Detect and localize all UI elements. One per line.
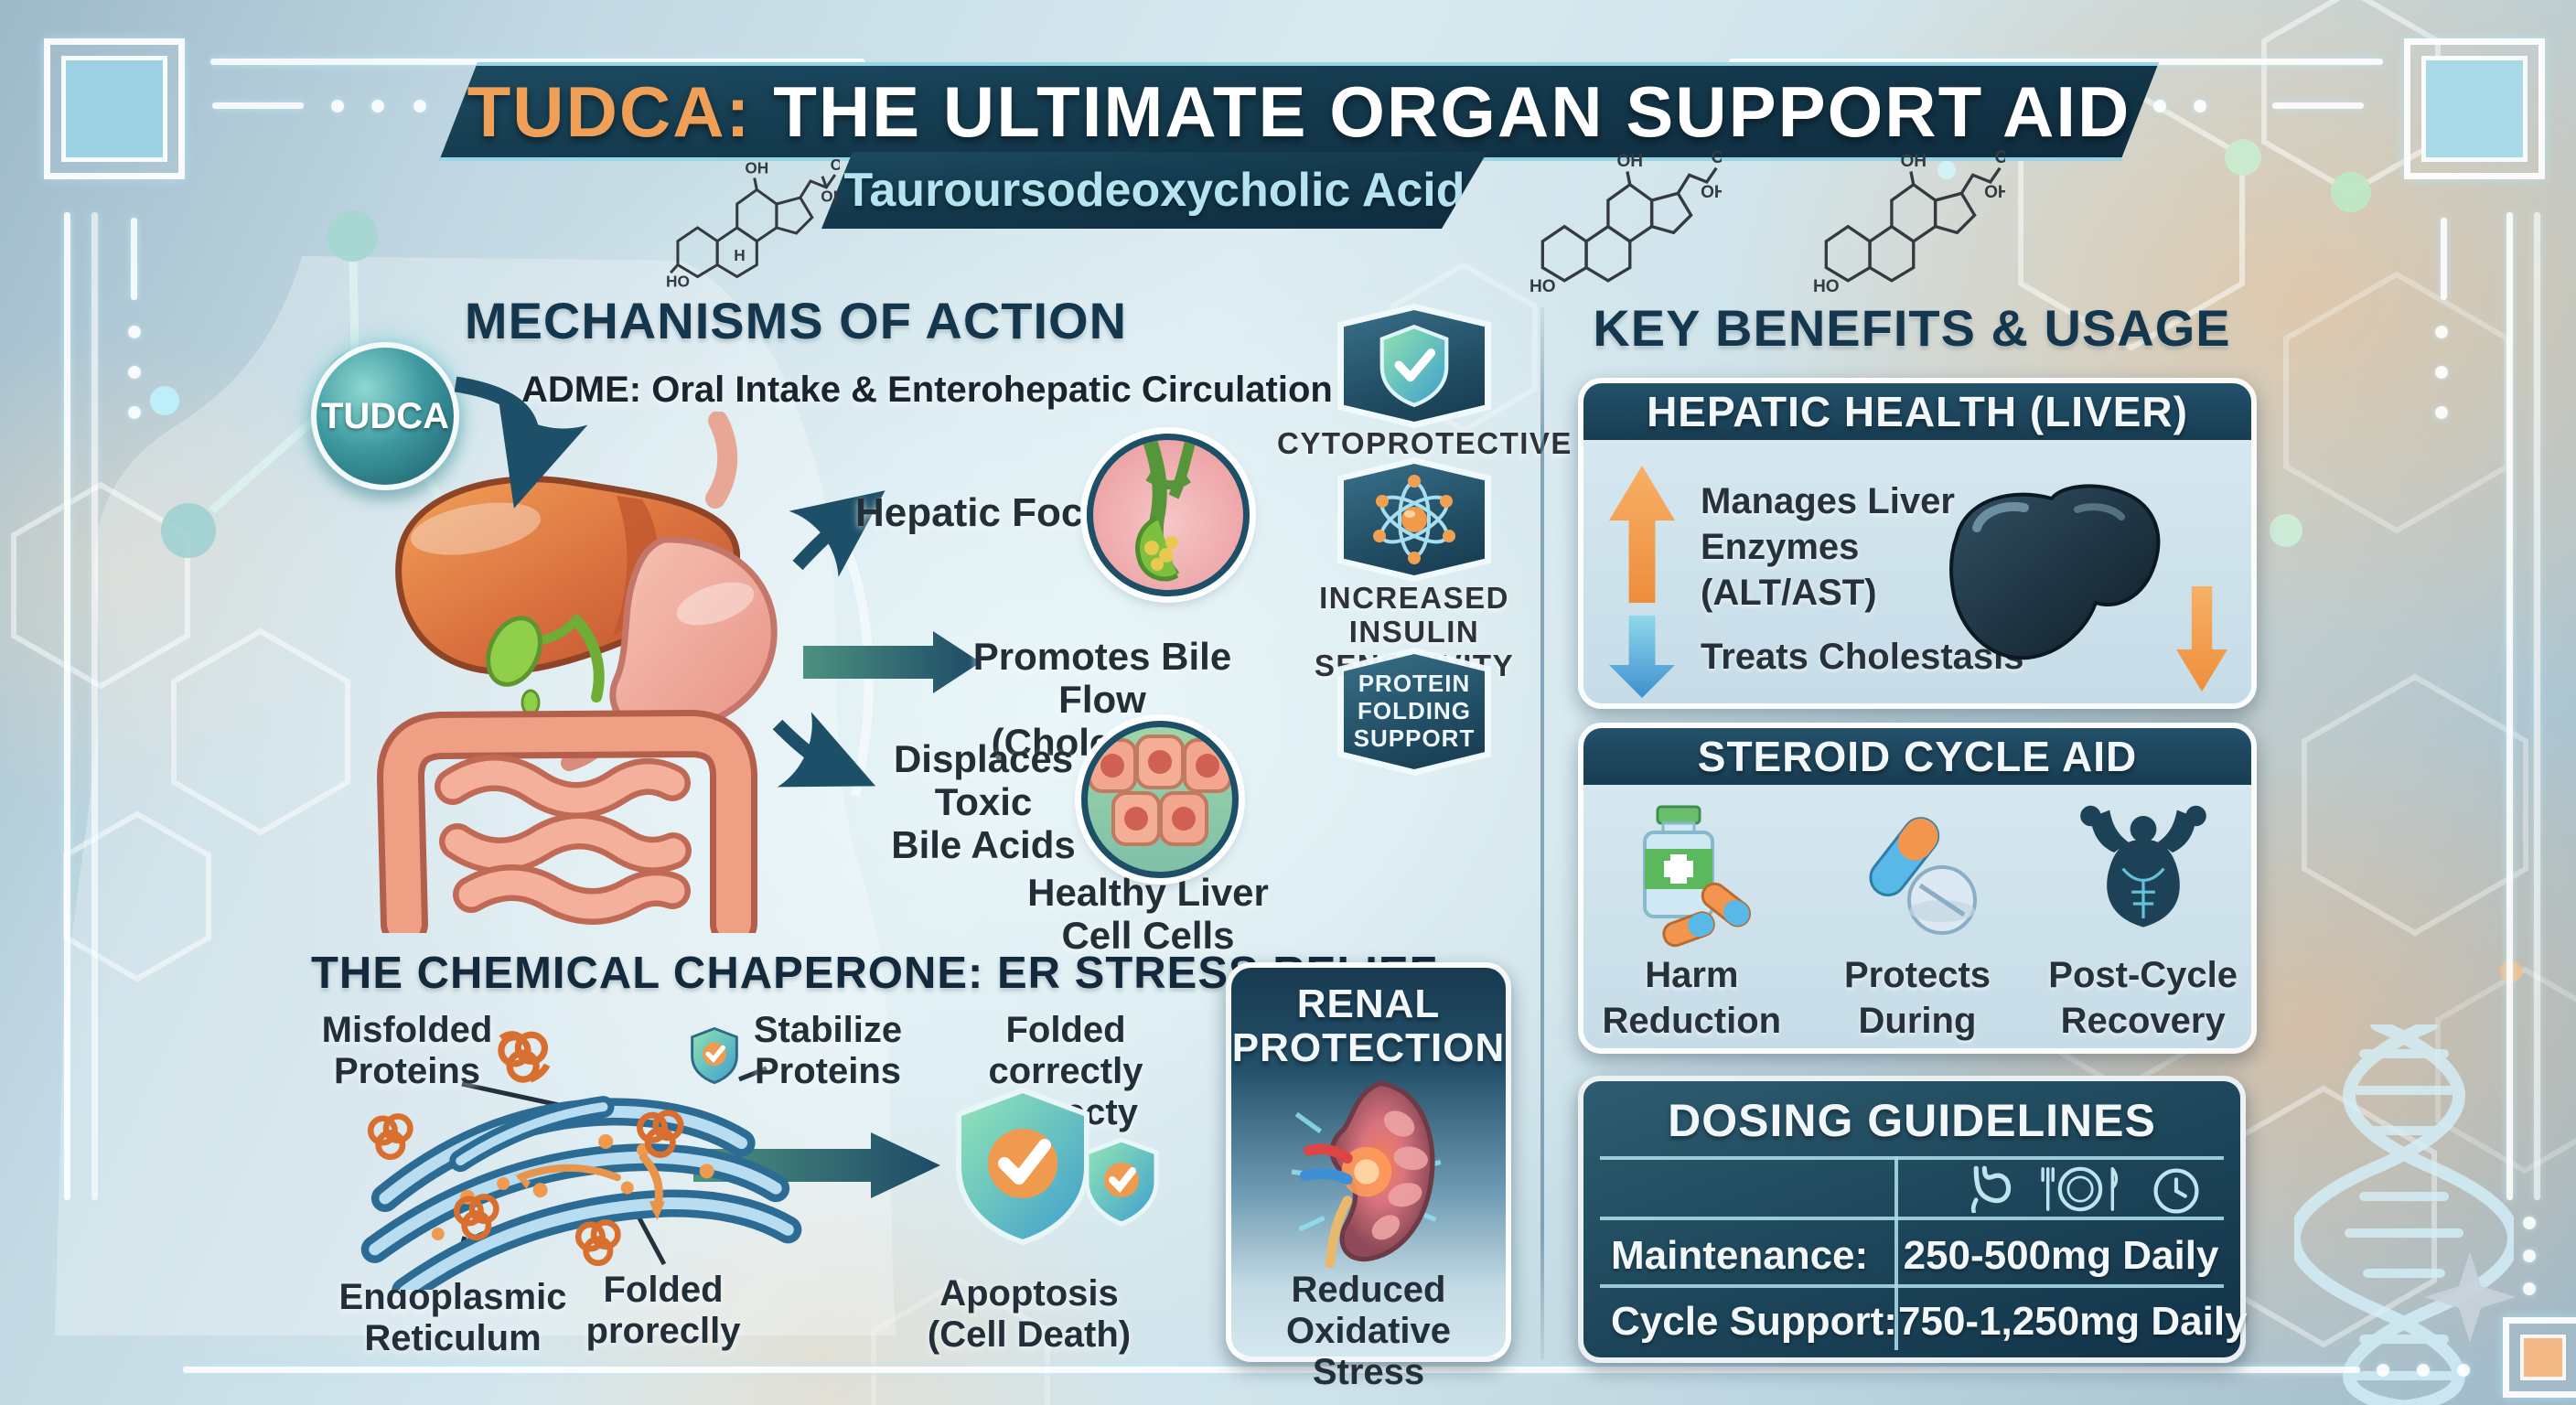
renal-protection-card: RENAL PROTECTION Reduced Oxidative Stres… <box>1226 962 1511 1392</box>
atom-icon <box>1373 475 1455 564</box>
muscle-flex-icon <box>2079 805 2206 928</box>
kidney-icon <box>1291 1080 1442 1268</box>
shield-check-icon <box>1379 324 1449 408</box>
svg-text:OH: OH <box>1984 183 2005 202</box>
label-apoptosis: Apoptosis (Cell Death) <box>927 1273 1132 1355</box>
subtitle-banner: Tauroursodeoxycholic Acid <box>821 152 1487 229</box>
gallbladder-bile-icon <box>1087 434 1250 596</box>
label-stabilize: Stabilize Proteins <box>753 1010 903 1091</box>
dosing-row-maintenance-label: Maintenance: <box>1611 1233 1869 1278</box>
arrow-up-icon <box>1609 466 1675 603</box>
page-title: TUDCA: THE ULTIMATE ORGAN SUPPORT AID <box>467 70 2131 152</box>
chemical-structure-icon: HO OH O OH <box>1530 148 1722 296</box>
steroid-item-protects: Protects During Oral Use <box>1805 801 2029 1048</box>
dosing-row-cycle-label: Cycle Support: <box>1611 1299 1897 1344</box>
svg-text:OH: OH <box>821 187 840 205</box>
label-endoplasmic: Endoplasmic Reticulum <box>338 1277 567 1358</box>
svg-text:OH: OH <box>1616 152 1643 171</box>
cytoprotective-label: CYTOPROTECTIVE <box>1277 426 1572 460</box>
label-bile-flow: Promotes Bile Flow (Choleresis) <box>972 635 1232 765</box>
liver-gut-illustration <box>376 412 778 933</box>
svg-text:O: O <box>1712 148 1722 167</box>
corner-bracket-top-right <box>2404 38 2545 179</box>
svg-text:OH: OH <box>745 158 768 177</box>
label-displaces-toxic: Displaces Toxic Bile Acids <box>891 737 1076 867</box>
hepatic-item-down: Treats Cholestasis <box>1701 637 2024 677</box>
benefits-heading: KEY BENEFITS & USAGE <box>1593 299 2231 357</box>
mechanisms-heading: MECHANISMS OF ACTION <box>464 292 1128 349</box>
misfolded-protein-icon <box>574 1219 621 1267</box>
arrow-down-icon <box>1609 616 1675 698</box>
label-healthy-cells: Healthy Liver Cell Cells <box>1027 871 1269 958</box>
endoplasmic-reticulum-illustration <box>360 1096 802 1290</box>
corner-bracket-top-left <box>44 38 185 179</box>
arrow-down-icon <box>2176 586 2227 692</box>
chemical-structure-icon: HO OH O OH H <box>666 156 840 291</box>
svg-text:O: O <box>1995 148 2005 167</box>
title-banner: TUDCA: THE ULTIMATE ORGAN SUPPORT AID <box>439 62 2159 161</box>
misfolded-protein-icon <box>453 1194 499 1241</box>
renal-heading: RENAL PROTECTION <box>1231 981 1506 1071</box>
label-folded-bottom: Folded proreclly <box>585 1270 741 1351</box>
label-misfolded: Misfolded Proteins <box>321 1010 493 1091</box>
dosing-title: DOSING GUIDELINES <box>1668 1095 2156 1146</box>
clock-icon <box>2153 1168 2199 1214</box>
svg-text:O: O <box>831 156 840 174</box>
meal-plate-icon <box>2041 1166 2119 1212</box>
renal-caption: Reduced Oxidative Stress <box>1285 1270 1452 1392</box>
cytoprotective-badge <box>1337 304 1491 428</box>
steroid-item-recovery: Post-Cycle Recovery <box>2040 801 2246 1044</box>
stabilize-shield-icon <box>691 1026 738 1085</box>
steroid-cycle-card: STEROID CYCLE AID Harm Reduction <box>1578 723 2257 1054</box>
dosing-row-cycle-value: 750-1,250mg Daily <box>1898 1299 2248 1344</box>
protection-shields-icon <box>956 1087 1159 1246</box>
chemical-structure-icon: HO OH O OH <box>1813 148 2005 296</box>
svg-text:OH: OH <box>1900 152 1927 171</box>
svg-text:H: H <box>734 246 745 264</box>
steroid-item-harm: Harm Reduction <box>1589 801 1795 1044</box>
pill-bottle-icon <box>1643 805 1752 948</box>
hepatic-item-up: Manages Liver Enzymes (ALT/AST) <box>1701 481 1955 613</box>
dosing-guidelines-card: DOSING GUIDELINES Maintenance: 250-500mg… <box>1578 1076 2248 1363</box>
hepatic-card-title: HEPATIC HEALTH (LIVER) <box>1647 388 2188 435</box>
tudca-label: TUDCA <box>321 395 449 436</box>
svg-text:HO: HO <box>1530 277 1556 296</box>
corner-bracket-bottom-right <box>2503 1317 2576 1398</box>
protein-folding-label: PROTEIN FOLDING SUPPORT <box>1353 670 1476 752</box>
adme-subheading: ADME: Oral Intake & Enterohepatic Circul… <box>521 370 1333 410</box>
misfolded-protein-icon <box>637 1110 684 1158</box>
tudca-molecule-sphere: TUDCA <box>311 342 459 490</box>
liver-cells-icon <box>1081 721 1239 878</box>
dna-helix-icon <box>2294 1024 2514 1405</box>
misfolded-protein-icon <box>367 1113 413 1161</box>
stomach-icon <box>1970 1165 2012 1213</box>
title-highlight: TUDCA: <box>467 70 752 152</box>
misfolded-protein-icon <box>498 1031 551 1083</box>
svg-text:HO: HO <box>666 273 690 291</box>
column-divider <box>1540 307 1544 1359</box>
hepatic-health-card: HEPATIC HEALTH (LIVER) Manages Liver Enz… <box>1578 378 2257 709</box>
svg-text:OH: OH <box>1701 183 1722 202</box>
capsule-tablet-icon <box>1869 817 1977 935</box>
insulin-badge <box>1337 457 1491 582</box>
protein-folding-badge: PROTEIN FOLDING SUPPORT <box>1337 648 1491 776</box>
dosing-row-maintenance-value: 250-500mg Daily <box>1903 1233 2219 1278</box>
svg-text:HO: HO <box>1813 277 1840 296</box>
label-hepatic-focus: Hepatic Focus <box>855 490 1131 535</box>
steroid-card-title: STEROID CYCLE AID <box>1697 733 2138 780</box>
chaperone-heading: THE CHEMICAL CHAPERONE: ER STRESS RELIEF <box>311 949 1438 998</box>
liver-silhouette-icon <box>1948 484 2161 660</box>
page-subtitle: Tauroursodeoxycholic Acid <box>843 164 1465 217</box>
